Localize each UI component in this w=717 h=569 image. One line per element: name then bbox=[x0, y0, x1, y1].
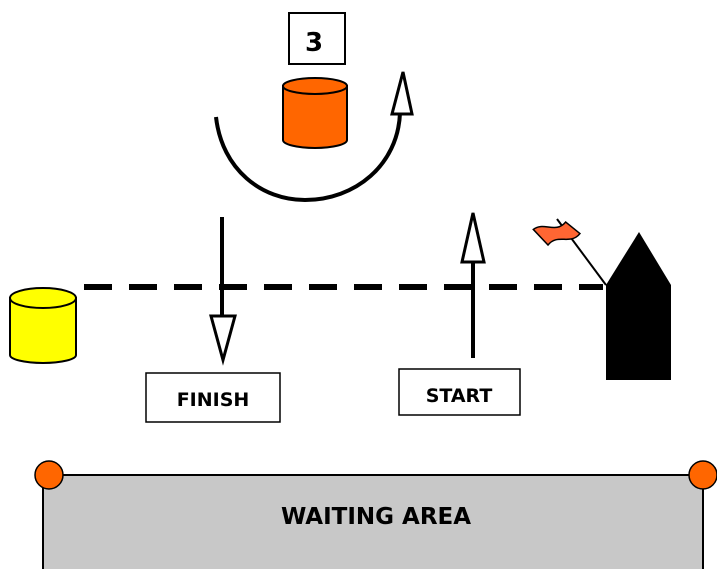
finish-box: FINISH bbox=[145, 372, 281, 423]
buoy-number-label: 3 bbox=[305, 28, 323, 58]
waiting-area-right-marker bbox=[688, 460, 717, 490]
orange-buoy bbox=[282, 77, 348, 149]
start-arrow bbox=[460, 212, 486, 358]
yellow-buoy bbox=[9, 287, 77, 364]
start-box: START bbox=[398, 368, 521, 416]
rounding-arrowhead bbox=[390, 71, 414, 116]
waiting-area-left-marker bbox=[34, 460, 64, 490]
rounding-arc bbox=[214, 71, 414, 203]
finish-arrowhead bbox=[209, 314, 237, 366]
start-arrowhead bbox=[460, 212, 486, 264]
start-label: START bbox=[426, 385, 493, 407]
finish-label: FINISH bbox=[177, 389, 250, 411]
committee-boat bbox=[606, 232, 671, 380]
flag-icon bbox=[532, 220, 582, 247]
waiting-area: WAITING AREA bbox=[42, 474, 704, 569]
committee-flag bbox=[532, 218, 607, 286]
finish-arrow bbox=[209, 217, 237, 366]
buoy-number-box: 3 bbox=[288, 12, 346, 65]
waiting-area-label: WAITING AREA bbox=[281, 504, 471, 530]
